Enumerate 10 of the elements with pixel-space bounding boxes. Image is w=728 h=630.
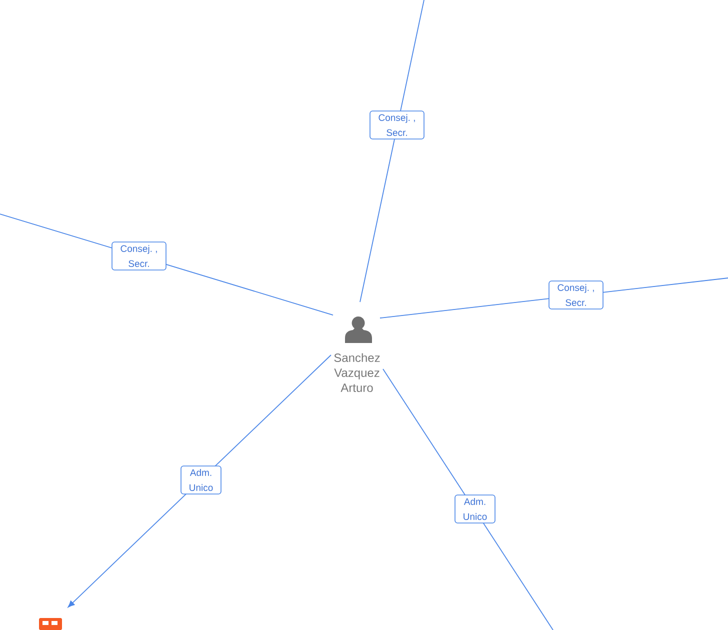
edge-label: Adm. Unico bbox=[454, 494, 496, 524]
building-icon bbox=[39, 618, 62, 630]
person-name: Sanchez Vazquez Arturo bbox=[334, 353, 380, 392]
connector-line bbox=[68, 354, 332, 608]
edge-label: Consej. , Secr. bbox=[112, 242, 166, 270]
edge-label: Consej. , Secr. bbox=[370, 110, 424, 140]
connector-line bbox=[360, 0, 424, 302]
edge-label: Consej. , Secr. bbox=[548, 280, 604, 310]
connector-line bbox=[382, 368, 554, 630]
edge-label: Adm. Unico bbox=[180, 466, 222, 494]
